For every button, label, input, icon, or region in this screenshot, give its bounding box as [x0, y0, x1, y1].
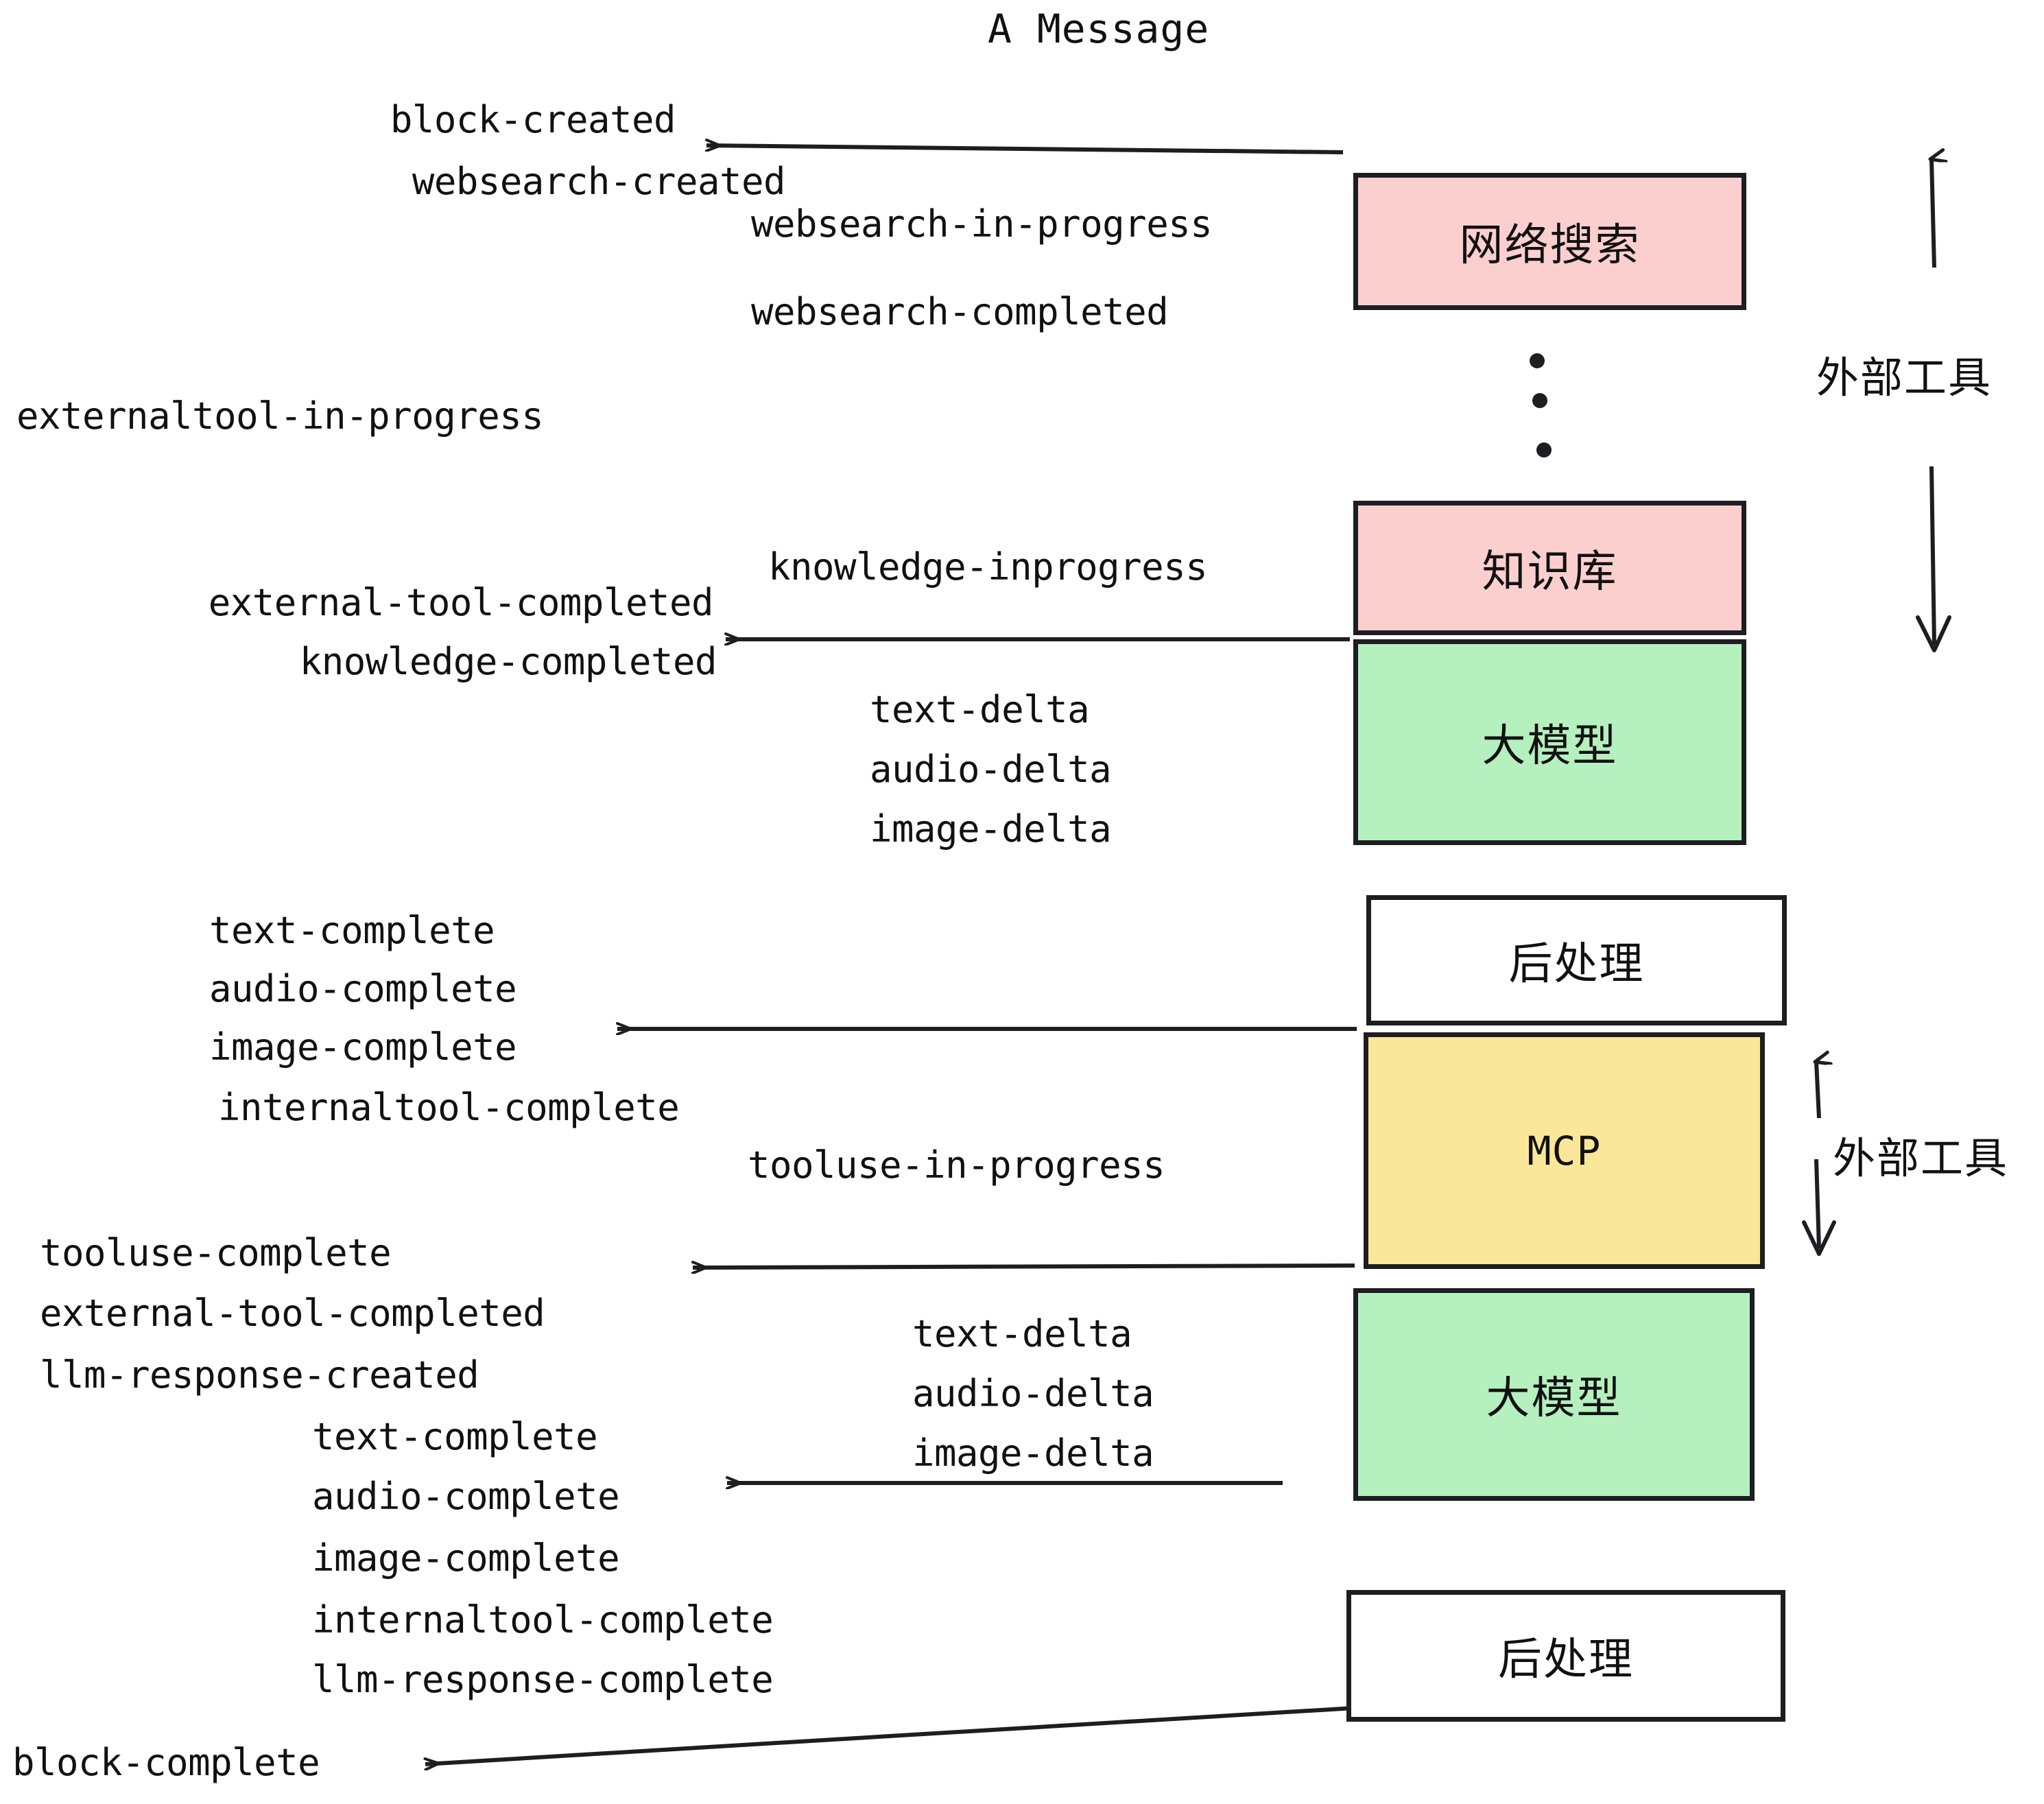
arrowhead-external-tool-bottom-down	[1802, 1220, 1836, 1256]
node-mcp[interactable]: MCP	[1364, 1032, 1765, 1269]
event-audio-complete-2: audio-complete	[312, 1475, 620, 1518]
event-external-tool-completed-2: external-tool-completed	[40, 1292, 545, 1335]
event-image-complete-1: image-complete	[209, 1025, 517, 1069]
node-llm-1-label: 大模型	[1482, 721, 1618, 772]
event-audio-delta-2: audio-delta	[912, 1372, 1154, 1415]
event-websearch-in-progress: websearch-in-progress	[751, 202, 1213, 246]
event-tooluse-in-progress: tooluse-in-progress	[748, 1143, 1165, 1187]
event-externaltool-in-progress: externaltool-in-progress	[16, 394, 544, 438]
event-block-complete: block-complete	[12, 1741, 320, 1784]
event-audio-delta-1: audio-delta	[870, 748, 1112, 791]
arrow-external-tool-bottom-down	[1814, 1159, 1821, 1249]
event-text-delta-2: text-delta	[912, 1312, 1132, 1355]
event-image-delta-2: image-delta	[912, 1432, 1154, 1475]
arrow-external-tool-top-down	[1929, 466, 1936, 645]
arrow-external-tool-bottom-up	[1816, 1062, 1819, 1119]
event-image-delta-1: image-delta	[870, 807, 1112, 851]
event-internaltool-complete-1: internaltool-complete	[218, 1086, 680, 1129]
arrow-postprocess2-to-block-complete	[425, 1706, 1355, 1764]
event-websearch-completed: websearch-completed	[751, 290, 1169, 333]
event-websearch-created: websearch-created	[412, 160, 786, 203]
side-label-external-tool-bottom: 外部工具	[1833, 1133, 2009, 1183]
ellipsis-dot-3	[1536, 442, 1552, 458]
event-external-tool-completed-1: external-tool-completed	[208, 581, 714, 624]
event-image-complete-2: image-complete	[312, 1536, 620, 1580]
node-llm-1[interactable]: 大模型	[1353, 639, 1746, 845]
node-knowledge-base-label: 知识库	[1482, 547, 1618, 597]
node-post-process-1-label: 后处理	[1508, 939, 1645, 990]
arrow-mcp-to-tooluse-complete	[693, 1266, 1355, 1268]
node-web-search[interactable]: 网络搜索	[1353, 173, 1746, 310]
event-block-created: block-created	[390, 98, 676, 141]
node-llm-2-label: 大模型	[1486, 1373, 1622, 1424]
event-knowledge-inprogress: knowledge-inprogress	[768, 545, 1208, 589]
arrow-websearch-to-created	[706, 145, 1344, 154]
node-post-process-2[interactable]: 后处理	[1346, 1590, 1785, 1722]
node-mcp-label: MCP	[1527, 1127, 1602, 1174]
node-knowledge-base[interactable]: 知识库	[1353, 501, 1746, 635]
arrow-external-tool-top-up	[1932, 159, 1934, 268]
event-text-complete-1: text-complete	[209, 909, 495, 952]
arrowhead-external-tool-top-down	[1916, 615, 1951, 652]
event-llm-response-created: llm-response-created	[40, 1353, 479, 1397]
event-text-delta-1: text-delta	[870, 688, 1090, 731]
node-post-process-2-label: 后处理	[1498, 1635, 1634, 1685]
side-label-external-tool-top: 外部工具	[1816, 353, 1993, 403]
event-audio-complete-1: audio-complete	[209, 967, 517, 1010]
node-llm-2[interactable]: 大模型	[1353, 1288, 1755, 1501]
node-web-search-label: 网络搜索	[1459, 220, 1641, 271]
ellipsis-dot-1	[1530, 353, 1545, 368]
node-post-process-1[interactable]: 后处理	[1366, 895, 1787, 1025]
event-internaltool-complete-2: internaltool-complete	[312, 1598, 774, 1641]
event-llm-response-complete: llm-response-complete	[312, 1658, 774, 1701]
event-text-complete-2: text-complete	[312, 1415, 598, 1458]
diagram-title: A Message	[988, 5, 1210, 52]
ellipsis-dot-2	[1532, 393, 1547, 408]
event-tooluse-complete: tooluse-complete	[40, 1231, 392, 1274]
event-knowledge-completed: knowledge-completed	[299, 640, 717, 683]
